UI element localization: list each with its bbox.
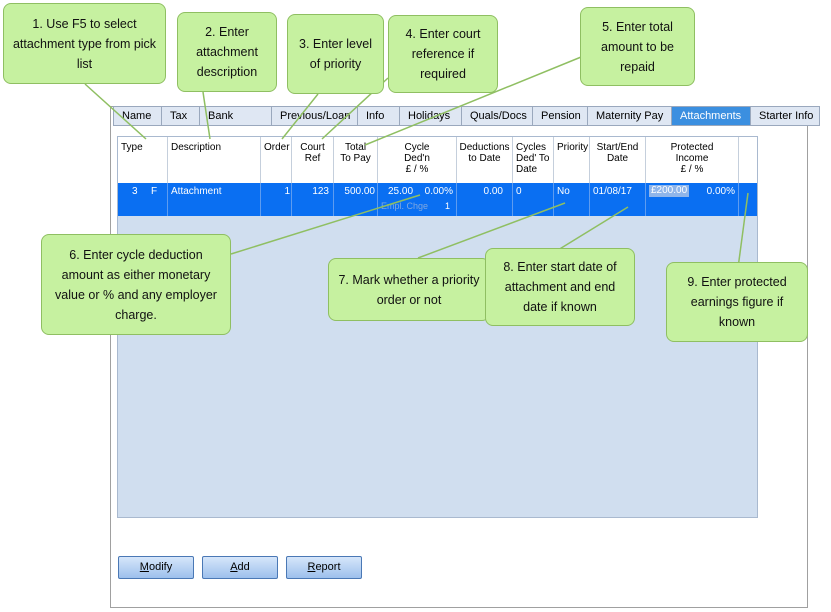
modify-accelerator: M <box>139 561 149 573</box>
callout-start-end-date: 8. Enter start date of attachment and en… <box>485 248 635 326</box>
add-label-rest: dd <box>237 561 250 573</box>
report-button[interactable]: Report <box>286 556 362 579</box>
tab-tax[interactable]: Tax <box>162 106 200 126</box>
column-header-cycle-dedn[interactable]: Cycle Ded'n £ / % <box>378 137 457 183</box>
column-header-protected-income[interactable]: Protected Income £ / % <box>646 137 739 183</box>
cell-order[interactable]: 1 <box>261 183 292 216</box>
cell-type-code: F <box>151 186 158 197</box>
column-header-cycles-ded-to-date[interactable]: Cycles Ded' To Date <box>513 137 554 183</box>
cell-cycles-ded-to-date[interactable]: 0 <box>513 183 554 216</box>
cell-start-end-date[interactable]: 01/08/17 <box>590 183 646 216</box>
cell-deductions-to-date[interactable]: 0.00 <box>457 183 513 216</box>
cell-priority[interactable]: No <box>554 183 590 216</box>
callout-priority-order: 7. Mark whether a priority order or not <box>328 258 490 321</box>
tab-info[interactable]: Info <box>358 106 400 126</box>
protected-amount: £200.00 <box>649 185 690 197</box>
tab-quals-docs[interactable]: Quals/Docs <box>462 106 533 126</box>
tab-bank[interactable]: Bank <box>200 106 272 126</box>
tab-bar: Name Tax Bank Previous/Loan Info Holiday… <box>113 106 820 126</box>
tab-starter-info[interactable]: Starter Info <box>751 106 820 126</box>
table-row[interactable]: 3 F Attachment 1 123 500.00 25.00 0.00% … <box>118 183 757 216</box>
column-header-type[interactable]: Type <box>118 137 168 183</box>
callout-protected-earnings: 9. Enter protected earnings figure if kn… <box>666 262 808 342</box>
employer-charge-value: 1 <box>444 201 450 211</box>
add-accelerator: A <box>230 561 238 573</box>
cell-type[interactable]: 3 F <box>118 183 168 216</box>
column-header-description[interactable]: Description <box>168 137 261 183</box>
tab-maternity-pay[interactable]: Maternity Pay <box>588 106 672 126</box>
column-header-deductions-to-date[interactable]: Deductions to Date <box>457 137 513 183</box>
cell-cycle-dedn[interactable]: 25.00 0.00% Empl. Chge 1 <box>378 183 457 216</box>
tab-holidays[interactable]: Holidays <box>400 106 462 126</box>
tab-attachments[interactable]: Attachments <box>672 106 751 126</box>
callout-court-reference: 4. Enter court reference if required <box>388 15 498 93</box>
column-header-total-to-pay[interactable]: Total To Pay <box>334 137 378 183</box>
callout-priority-level: 3. Enter level of priority <box>287 14 384 94</box>
report-accelerator: R <box>307 561 316 573</box>
column-header-start-end-date[interactable]: Start/End Date <box>590 137 646 183</box>
modify-button[interactable]: Modify <box>118 556 194 579</box>
column-header-order[interactable]: Order <box>261 137 292 183</box>
employer-charge-label: Empl. Chge <box>381 201 429 211</box>
modify-label-rest: odify <box>148 561 173 573</box>
tab-pension[interactable]: Pension <box>533 106 588 126</box>
callout-attachment-description: 2. Enter attachment description <box>177 12 277 92</box>
callout-total-amount: 5. Enter total amount to be repaid <box>580 7 695 86</box>
column-header-priority[interactable]: Priority <box>554 137 590 183</box>
grid-header: Type Description Order Court Ref Total T… <box>118 137 757 184</box>
callout-attachment-type: 1. Use F5 to select attachment type from… <box>3 3 166 84</box>
cell-type-number: 3 <box>132 186 138 197</box>
add-button[interactable]: Add <box>202 556 278 579</box>
report-label-rest: eport <box>315 561 341 573</box>
cell-protected-income[interactable]: £200.00 0.00% <box>646 183 739 216</box>
cycle-percent: 0.00% <box>424 186 453 197</box>
cell-court-ref[interactable]: 123 <box>292 183 334 216</box>
column-header-court-ref[interactable]: Court Ref <box>292 137 334 183</box>
cell-total-to-pay[interactable]: 500.00 <box>334 183 378 216</box>
protected-percent: 0.00% <box>706 186 735 197</box>
callout-cycle-deduction: 6. Enter cycle deduction amount as eithe… <box>41 234 231 335</box>
cell-description[interactable]: Attachment <box>168 183 261 216</box>
cycle-amount: 25.00 <box>388 186 414 197</box>
